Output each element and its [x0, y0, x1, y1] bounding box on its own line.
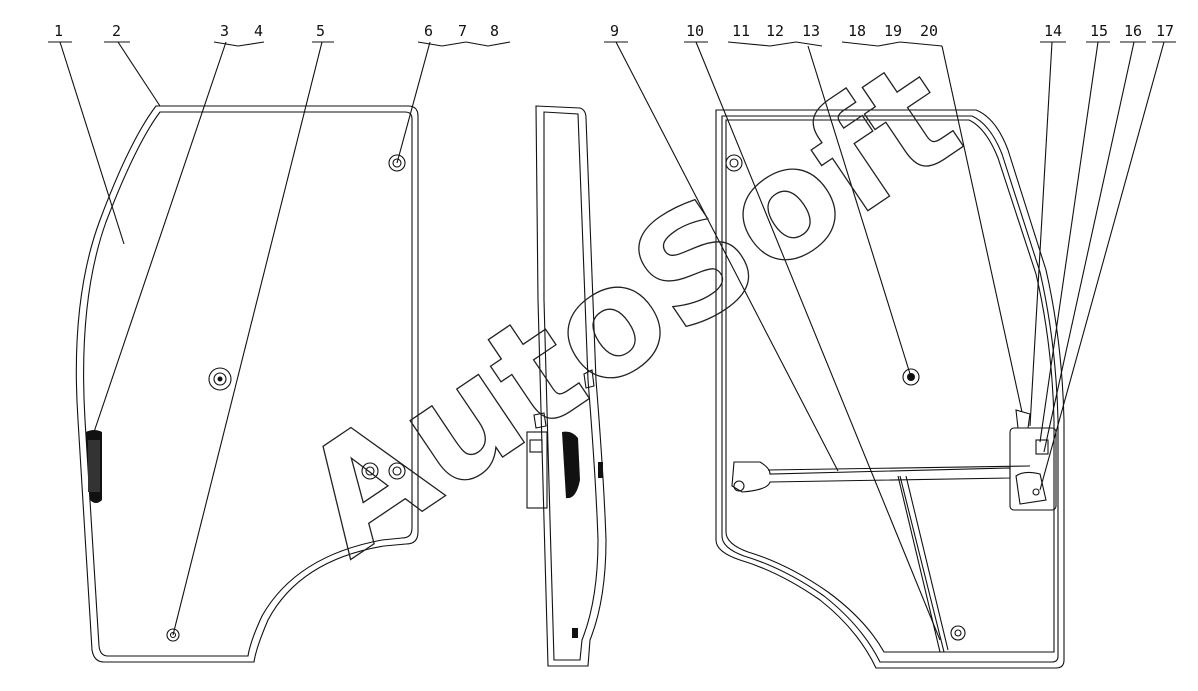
- callout-5: 5: [316, 22, 325, 40]
- side-profile-outline: [535, 105, 607, 667]
- callout-18: 18: [848, 22, 866, 40]
- callout-13: 13: [802, 22, 820, 40]
- callout-14: 14: [1044, 22, 1062, 40]
- callout-11: 11: [732, 22, 750, 40]
- callout-9: 9: [610, 22, 619, 40]
- outer-lock-cylinder: [208, 367, 232, 391]
- callout-2: 2: [112, 22, 121, 40]
- outer-bolt-top: [388, 154, 406, 172]
- outer-door-inner-edge: [83, 111, 413, 657]
- outer-handle: [86, 430, 102, 503]
- callout-10: 10: [686, 22, 704, 40]
- callout-labels: 1 2 3 4 5 6 7 8 9 10 11 12 13 14 15 16 1…: [54, 22, 1174, 40]
- side-lock-box: [526, 431, 548, 509]
- outer-drain-plug: [166, 628, 180, 642]
- watermark-text: AutoSoft: [273, 29, 989, 590]
- callout-19: 19: [884, 22, 902, 40]
- outer-door-panel: [75, 105, 419, 663]
- callout-6: 6: [424, 22, 433, 40]
- callout-16: 16: [1124, 22, 1142, 40]
- callout-20: 20: [920, 22, 938, 40]
- callout-15: 15: [1090, 22, 1108, 40]
- outer-door-view: [75, 105, 419, 663]
- callout-4: 4: [254, 22, 263, 40]
- side-handle: [562, 431, 580, 499]
- side-profile-view: [526, 105, 607, 667]
- callout-12: 12: [766, 22, 784, 40]
- inner-door-panel: [715, 109, 1065, 669]
- inner-lock-mechanism: [1009, 409, 1057, 511]
- callout-8: 8: [490, 22, 499, 40]
- glass-run-channel: [897, 475, 966, 653]
- outer-bolt-pair: [361, 462, 406, 480]
- callout-1: 1: [54, 22, 63, 40]
- inner-bolt-top: [725, 154, 743, 172]
- leader-lines: [48, 41, 1176, 641]
- callout-7: 7: [458, 22, 467, 40]
- remote-control-rod: [731, 461, 1031, 493]
- callout-17: 17: [1156, 22, 1174, 40]
- inner-door-view: [715, 109, 1065, 669]
- callout-3: 3: [220, 22, 229, 40]
